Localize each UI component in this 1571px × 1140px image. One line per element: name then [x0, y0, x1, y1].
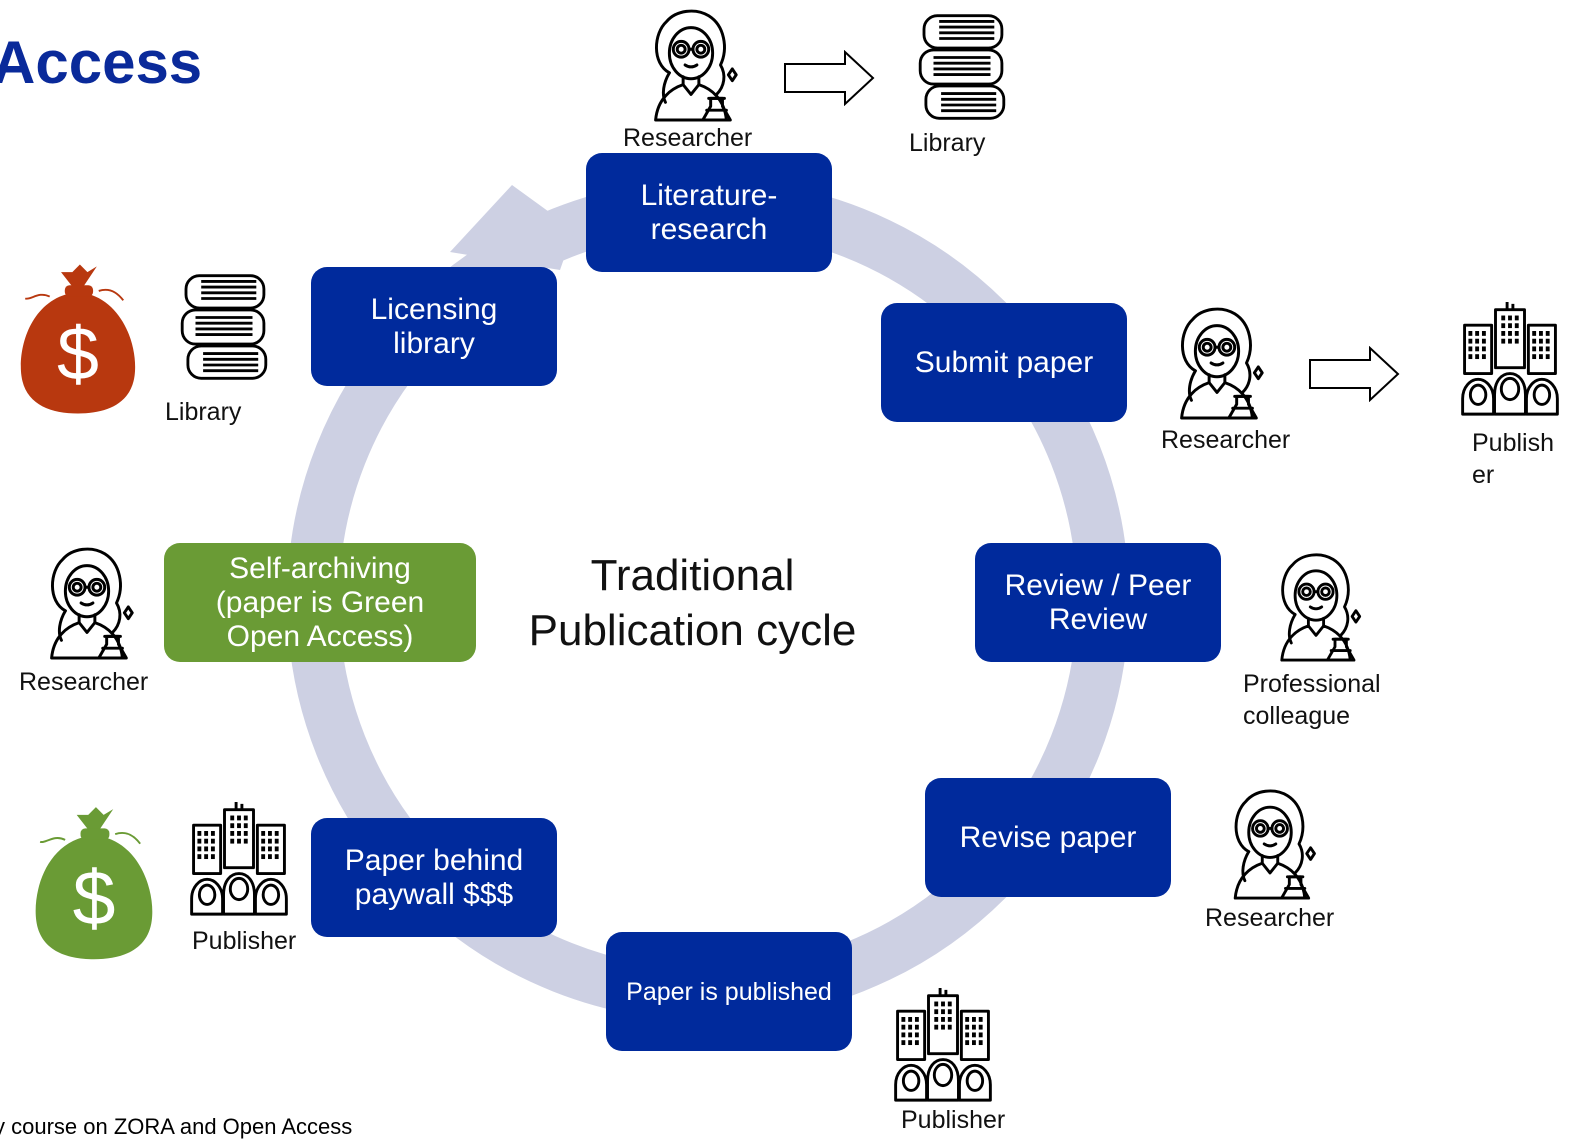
label-library-top: Library — [909, 129, 986, 157]
label-publisher-bottom: Publisher — [901, 1106, 1006, 1134]
right-arrow-icon — [784, 50, 875, 106]
researcher-icon — [1280, 553, 1362, 662]
step-literature-research: Literature- research — [586, 153, 832, 272]
step-submit-paper: Submit paper — [881, 303, 1127, 422]
researcher-icon — [1180, 307, 1264, 420]
step-self-archiving: Self-archiving (paper is Green Open Acce… — [164, 543, 476, 662]
researcher-icon — [654, 9, 738, 122]
svg-text:$: $ — [73, 856, 116, 942]
researcher-icon — [50, 547, 134, 660]
page-title: Access — [0, 29, 203, 96]
right-arrow-icon — [1309, 346, 1400, 402]
label-researcher-left: Researcher — [19, 668, 149, 696]
diagram-center-title: Traditional Publication cycle — [528, 551, 857, 655]
step-paper-published: Paper is published — [606, 932, 852, 1051]
library-books-icon — [180, 274, 268, 380]
label-researcher-top: Researcher — [623, 124, 753, 152]
publisher-building-icon — [190, 802, 288, 916]
footer-caption: y course on ZORA and Open Access — [0, 1114, 353, 1139]
library-books-icon — [918, 14, 1006, 120]
publisher-building-icon — [1461, 302, 1559, 416]
step-review: Review / Peer Review — [975, 543, 1221, 662]
label-researcher-revise: Researcher — [1205, 904, 1335, 932]
svg-text:$: $ — [57, 312, 99, 396]
money-bag-icon: $ — [35, 807, 153, 960]
label-researcher-submit: Researcher — [1161, 426, 1291, 454]
step-licensing-library: Licensing library — [311, 267, 557, 386]
cycle-arrowhead — [450, 185, 574, 270]
label-publisher-right: Publish er — [1472, 429, 1554, 489]
label-professional-colleague: Professional colleague — [1243, 670, 1381, 730]
publisher-building-icon — [894, 988, 992, 1102]
step-revise-paper: Revise paper — [925, 778, 1171, 897]
label-publisher-left: Publisher — [192, 927, 297, 955]
researcher-icon — [1233, 789, 1316, 900]
step-paper-behind-paywall: Paper behind paywall $$$ — [311, 818, 557, 937]
money-bag-icon: $ — [20, 264, 136, 414]
label-library-left: Library — [165, 398, 242, 426]
